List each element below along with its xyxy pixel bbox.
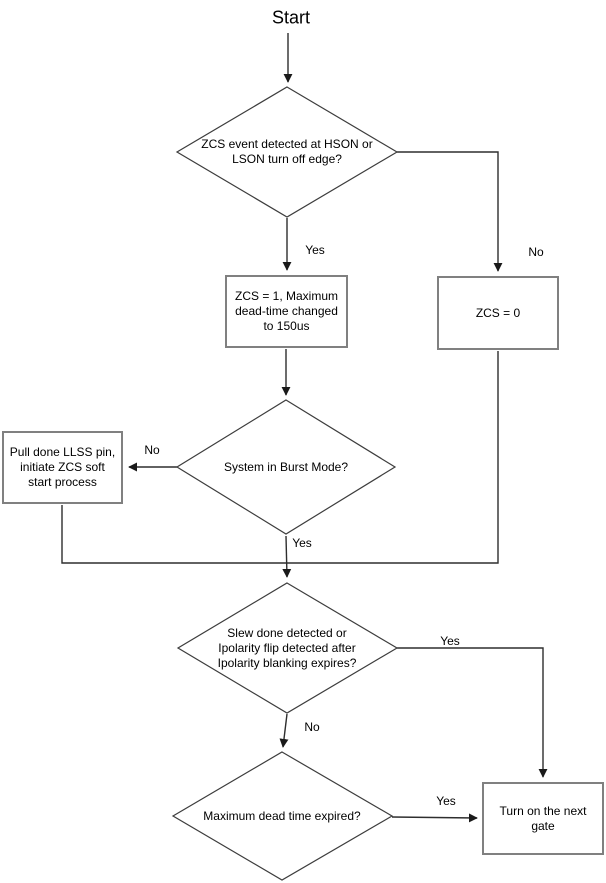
decision-burst-mode-label: System in Burst Mode? [223,459,349,474]
edge-label-zcs-event-no: No [528,245,544,259]
edge-label-zcs-event-yes: Yes [305,243,325,257]
edge-label-slew-done-no: No [304,720,320,734]
decision-zcs-event-label: ZCS event detected at HSON or LSON turn … [201,137,373,166]
edge-slew-done-no [279,713,289,748]
edge-slew-done-yes [397,647,548,778]
edge-label-burst-mode-yes: Yes [292,536,312,550]
edge-label-slew-done-yes: Yes [440,634,460,648]
process-turn-on-next-gate-box: Turn on the next gate [482,782,604,855]
process-zcs1-label: ZCS = 1, Maximum dead-time changed to 15… [234,289,339,333]
edge-llss-merge [61,505,287,564]
decision-dead-time-label: Maximum dead time expired? [203,808,361,823]
edge-zcs-event-no [397,151,503,272]
decision-burst-mode-shape [175,399,397,535]
edge-burst-mode-yes [282,535,292,578]
decision-slew-done-shape [176,582,399,714]
start-label: Start [271,7,311,28]
edge-label-dead-time-yes: Yes [436,794,456,808]
process-zcs1-box: ZCS = 1, Maximum dead-time changed to 15… [225,275,348,348]
edge-label-burst-mode-no: No [144,443,160,457]
process-turn-on-next-gate-label: Turn on the next gate [499,803,587,833]
process-llss-soft-start-box: Pull done LLSS pin, initiate ZCS soft st… [2,431,123,504]
decision-slew-done-label: Slew done detected or Ipolarity flip det… [217,625,357,670]
process-llss-soft-start-label: Pull done LLSS pin, initiate ZCS soft st… [9,445,116,489]
edge-zcs0-merge [287,351,499,564]
decision-zcs-event-shape [175,86,399,218]
decision-dead-time-shape [171,751,394,881]
edge-dead-time-yes [391,813,478,823]
process-zcs0-label: ZCS = 0 [475,305,521,320]
process-zcs0-box: ZCS = 0 [437,276,559,350]
